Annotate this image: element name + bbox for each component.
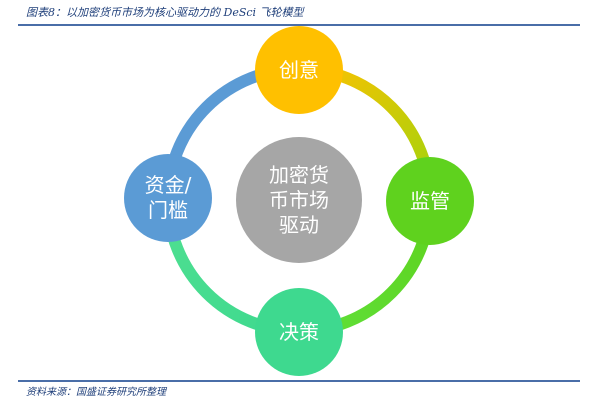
node-label-creativity: 创意 bbox=[279, 57, 319, 82]
node-circle-creativity bbox=[255, 26, 343, 114]
node-label-funding-line-2: 门槛 bbox=[148, 198, 188, 222]
center-line-3: 驱动 bbox=[279, 212, 319, 237]
node-circle-decision bbox=[255, 288, 343, 376]
top-divider bbox=[18, 24, 580, 26]
bottom-divider bbox=[18, 380, 580, 382]
center-label: 加密货 币市场 驱动 bbox=[236, 137, 362, 263]
center-circle bbox=[236, 137, 362, 263]
node-circle-regulation bbox=[386, 157, 474, 245]
center-line-1: 加密货 bbox=[269, 162, 329, 187]
figure-title: 图表8：以加密货币市场为核心驱动力的 DeSci 飞轮模型 bbox=[26, 6, 304, 19]
node-label-decision: 决策 bbox=[279, 319, 319, 344]
node-label-funding-line-1: 资金/ bbox=[144, 173, 192, 197]
node-label-regulation: 监管 bbox=[410, 188, 450, 213]
node-label-funding: 资金/ 门槛 bbox=[124, 154, 212, 242]
source-note: 资料来源：国盛证券研究所整理 bbox=[26, 387, 166, 398]
center-line-2: 币市场 bbox=[269, 187, 329, 212]
node-circle-funding bbox=[124, 154, 212, 242]
